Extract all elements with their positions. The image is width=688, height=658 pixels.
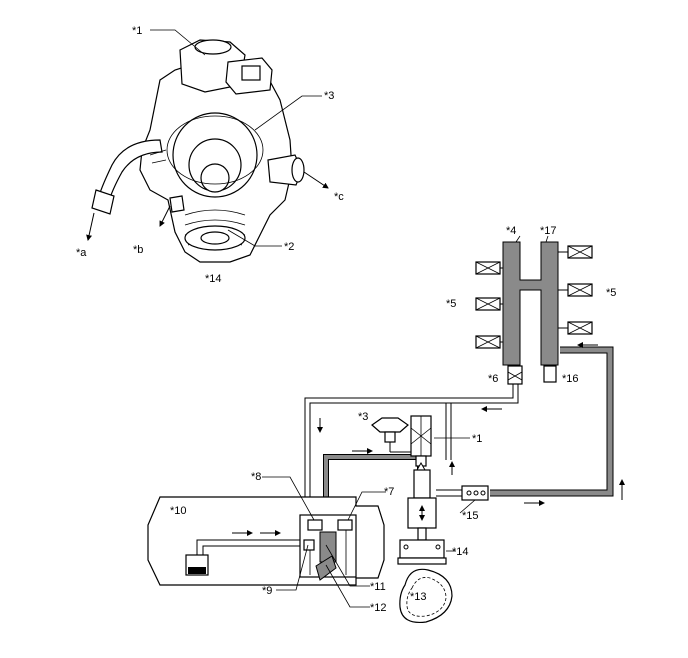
label-3: *3 [324, 90, 334, 102]
label-1-small: *1 [472, 433, 482, 445]
label-7: *7 [384, 486, 394, 498]
inlet-arrow [86, 212, 95, 241]
label-13: *13 [410, 591, 427, 603]
pulsation-damper [371, 417, 416, 453]
label-11: *11 [370, 581, 386, 593]
label-a: *a [76, 247, 87, 259]
label-2: *2 [284, 241, 294, 253]
label-17: *17 [540, 225, 557, 237]
label-b: *b [133, 244, 143, 256]
label-3-small: *3 [358, 411, 368, 423]
fuel-tank [147, 496, 385, 586]
injector-right [558, 245, 593, 335]
label-8: *8 [251, 471, 261, 483]
check-valve [461, 485, 489, 501]
label-5-left: *5 [446, 298, 456, 310]
spill-control-valve [410, 415, 432, 471]
fuel-delivery-pipes [475, 241, 593, 385]
high-pressure-pump-illustration [91, 39, 305, 263]
label-9: *9 [262, 585, 272, 597]
label-14-bottom: *14 [452, 546, 469, 558]
label-14-top: *14 [205, 273, 222, 285]
pressure-relief-valve [507, 365, 523, 385]
label-c: *c [334, 191, 344, 203]
label-10: *10 [170, 505, 187, 517]
label-16: *16 [562, 373, 579, 385]
label-12: *12 [370, 602, 387, 614]
return-arrow [159, 205, 171, 227]
injector-left [475, 261, 503, 349]
outlet-arrow [303, 171, 329, 189]
label-4: *4 [506, 225, 516, 237]
label-15: *15 [462, 510, 479, 522]
label-5-right: *5 [606, 287, 616, 299]
label-1: *1 [132, 25, 142, 37]
label-6: *6 [488, 373, 498, 385]
fuel-pressure-sensor [543, 365, 557, 383]
